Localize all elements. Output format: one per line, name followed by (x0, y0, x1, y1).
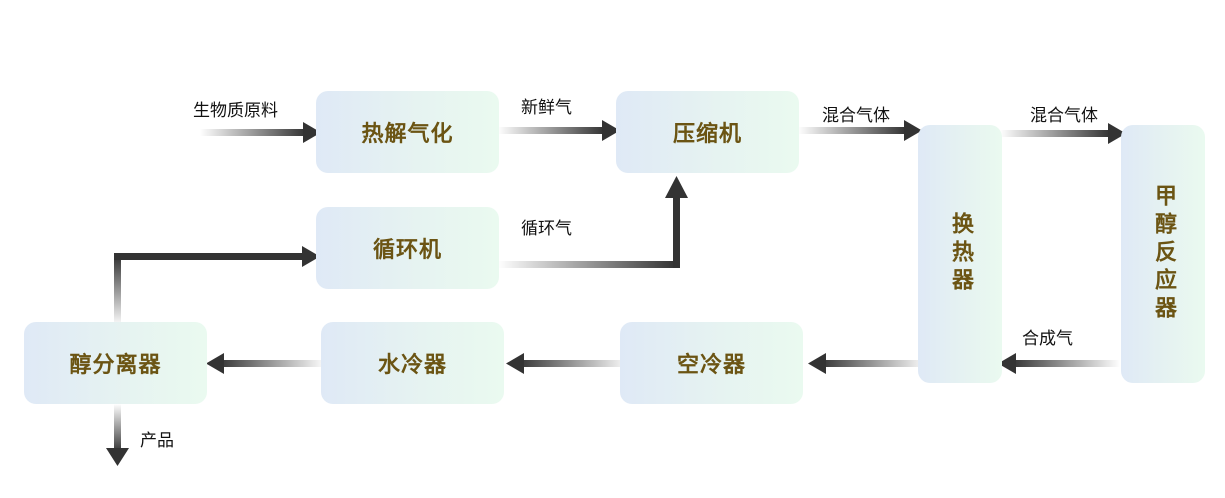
node-pyrolysis[interactable]: 热解气化 (316, 91, 499, 173)
label-recycle-gas: 循环气 (521, 219, 572, 239)
label-syngas: 合成气 (1022, 329, 1073, 349)
arrow-compressor-to-exchanger (798, 120, 922, 141)
label-mixed-gas-2: 混合气体 (1030, 106, 1098, 126)
arrow-pyrolysis-to-compressor (498, 120, 620, 141)
arrow-exchanger-to-aircooler (808, 353, 928, 374)
node-methanol-reactor[interactable]: 甲醇反应器 (1121, 125, 1205, 383)
node-compressor[interactable]: 压缩机 (616, 91, 799, 173)
label-fresh-gas: 新鲜气 (521, 98, 572, 118)
arrow-recycler-to-compressor (498, 176, 688, 268)
arrow-separator-to-recycler (114, 246, 320, 326)
node-water-cooler[interactable]: 水冷器 (321, 322, 504, 404)
arrow-exchanger-to-reactor (1000, 123, 1126, 144)
arrow-reactor-to-exchanger (998, 353, 1120, 374)
arrow-feed-to-pyrolysis (200, 122, 321, 143)
arrow-aircooler-to-watercooler (506, 353, 630, 374)
label-mixed-gas-1: 混合气体 (822, 106, 890, 126)
node-recycler[interactable]: 循环机 (316, 207, 499, 289)
arrow-separator-to-product (106, 404, 129, 466)
label-product: 产品 (140, 431, 174, 451)
node-air-cooler[interactable]: 空冷器 (620, 322, 803, 404)
node-heat-exchanger[interactable]: 换热器 (918, 125, 1002, 383)
arrow-watercooler-to-separator (206, 353, 326, 374)
node-alcohol-separator[interactable]: 醇分离器 (24, 322, 207, 404)
label-biomass-feed: 生物质原料 (193, 101, 278, 121)
